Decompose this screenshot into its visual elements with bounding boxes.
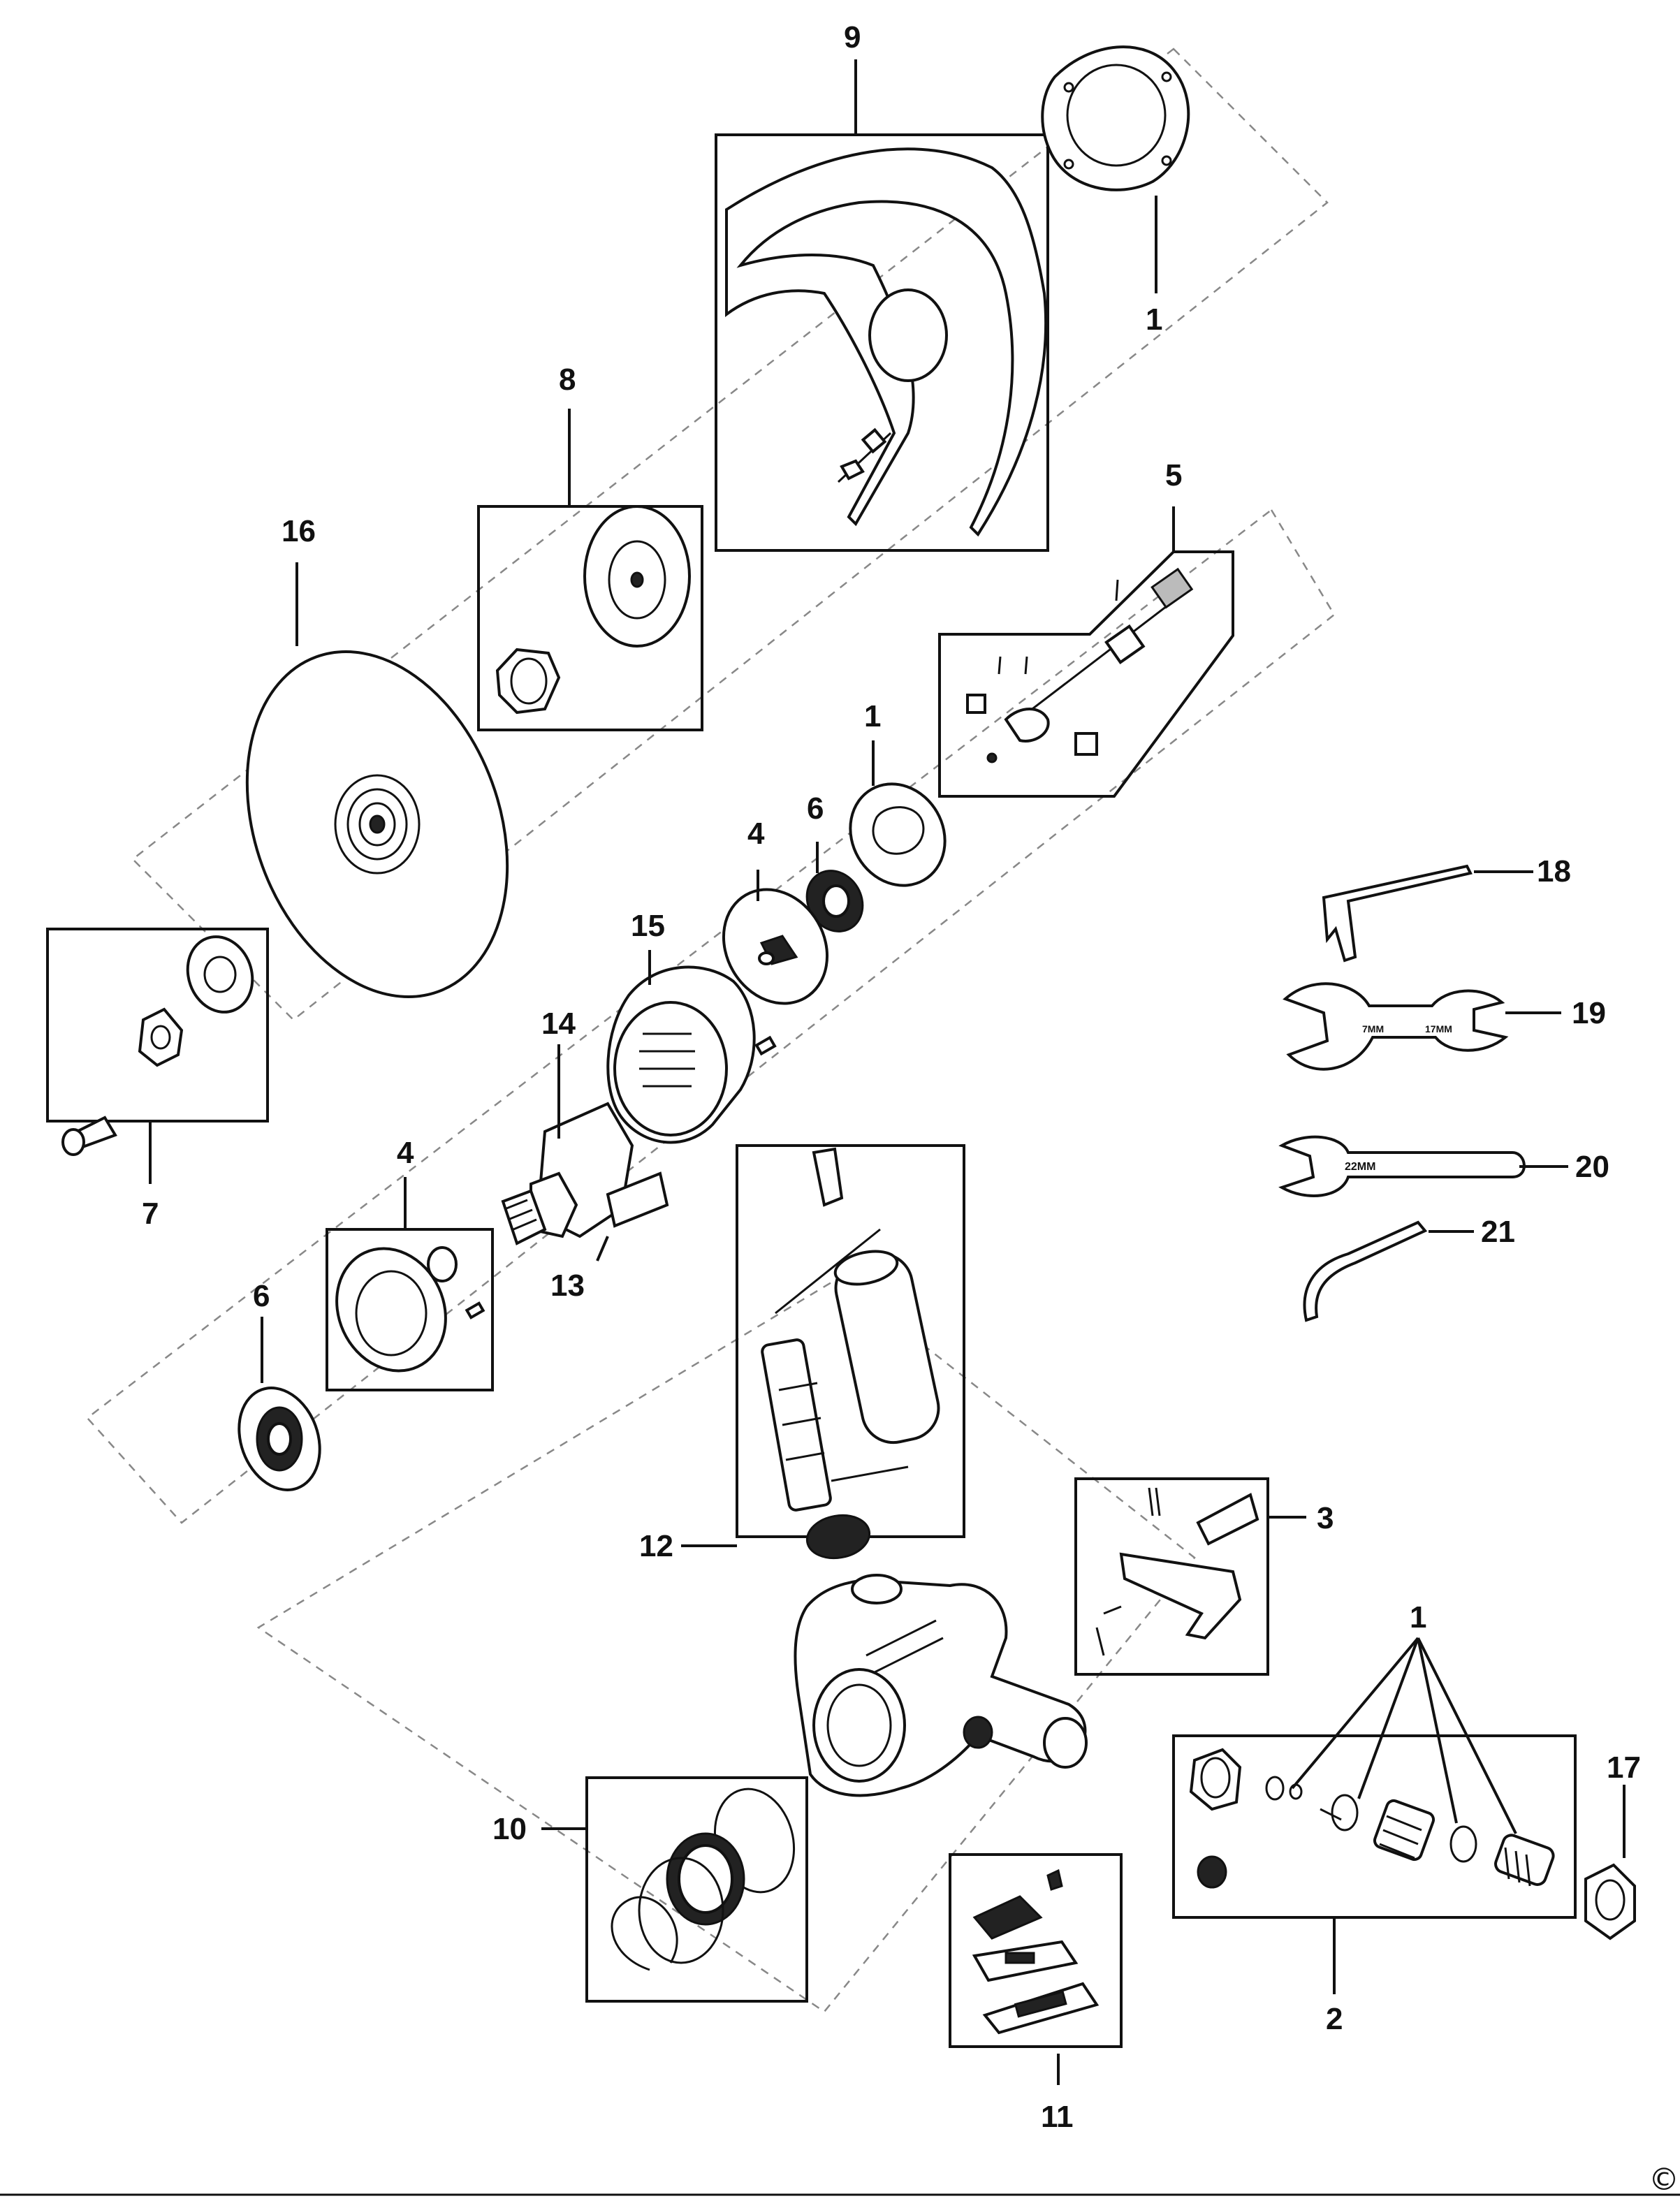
part-2-box (1172, 1734, 1577, 1919)
label-part-16: 16 (282, 514, 316, 548)
part-5-box (938, 550, 1234, 798)
label-part-4-mid: 4 (747, 817, 765, 851)
label-part-21: 21 (1481, 1215, 1515, 1249)
part-3-trigger-kit (1074, 1477, 1269, 1676)
part-7-box (46, 928, 269, 1123)
label-part-6-low: 6 (253, 1279, 270, 1313)
part-main-housing (794, 1574, 1088, 1797)
copyright-symbol: © (1649, 2162, 1679, 2198)
w19-left-mark: 7MM (1362, 1023, 1384, 1034)
label-part-2: 2 (1326, 2002, 1343, 2036)
part-19-double-open-wrench: 7MM 17MM (1283, 982, 1509, 1071)
part-10-box (585, 1776, 808, 2003)
assembly-envelope-middle (86, 509, 1336, 1524)
part-9-box (715, 133, 1049, 552)
label-part-18: 18 (1537, 854, 1571, 889)
part-21-hex-key (1303, 1220, 1428, 1322)
label-part-9: 9 (844, 20, 861, 54)
label-part-5: 5 (1165, 458, 1182, 492)
part-7-flange-screw (46, 928, 269, 1156)
part-4-end-plate-mid (722, 888, 829, 1056)
part-6-bearing-mid (805, 870, 864, 933)
part-17-fitting (1584, 1863, 1636, 1940)
label-part-7: 7 (142, 1197, 159, 1231)
label-part-8: 8 (559, 363, 576, 397)
w20-mark: 22MM (1345, 1161, 1375, 1173)
part-11-gasket-set (949, 1853, 1123, 2048)
part-number-labels: 9 1 8 16 5 1 6 4 15 14 13 7 4 6 18 19 20… (142, 20, 1641, 2134)
part-10-ring-set (585, 1776, 808, 2003)
part-8-flange-nut (477, 505, 703, 731)
label-part-17: 17 (1607, 1750, 1641, 1785)
label-part-1-right: 1 (1410, 1600, 1426, 1635)
label-part-6-mid: 6 (807, 791, 824, 826)
part-1-gasket-top (1041, 45, 1190, 191)
label-part-1-top: 1 (1146, 302, 1162, 337)
part-4-bearing-housing-low (326, 1228, 494, 1391)
label-part-20: 20 (1575, 1150, 1609, 1184)
part-14-spindle (501, 1102, 634, 1245)
part-8-box (477, 505, 703, 731)
label-part-3: 3 (1317, 1501, 1334, 1535)
part-5-throttle-valve-kit (938, 550, 1234, 798)
part-4-box (326, 1228, 494, 1391)
part-1-gasket-mid (849, 782, 947, 887)
part-20-single-wrench: 22MM (1278, 1135, 1526, 1197)
leader-lines (149, 59, 1626, 2085)
part-12-rotor-sleeve (736, 1144, 965, 1560)
label-part-15: 15 (631, 909, 665, 943)
part-9-blade-guard (715, 133, 1049, 552)
part-2-inlet-assembly (1172, 1734, 1577, 1919)
label-part-14: 14 (541, 1007, 576, 1041)
w19-right-mark: 17MM (1425, 1023, 1452, 1034)
part-13-vane (606, 1171, 669, 1228)
label-part-19: 19 (1572, 996, 1606, 1030)
label-part-4-low: 4 (397, 1136, 414, 1170)
part-6-bearing-low (238, 1387, 321, 1491)
part-3-box (1074, 1477, 1269, 1676)
label-part-1-mid: 1 (864, 699, 881, 733)
label-part-11: 11 (1041, 2100, 1074, 2134)
part-15-cylinder (606, 965, 756, 1144)
label-part-10: 10 (492, 1812, 527, 1846)
housing-nut (1197, 1855, 1227, 1889)
part-16-cutoff-wheel (245, 650, 509, 998)
label-part-13: 13 (550, 1268, 585, 1303)
part-11-box (949, 1853, 1123, 2048)
part-18-spanner-pin (1322, 864, 1473, 963)
label-part-12: 12 (639, 1529, 673, 1563)
